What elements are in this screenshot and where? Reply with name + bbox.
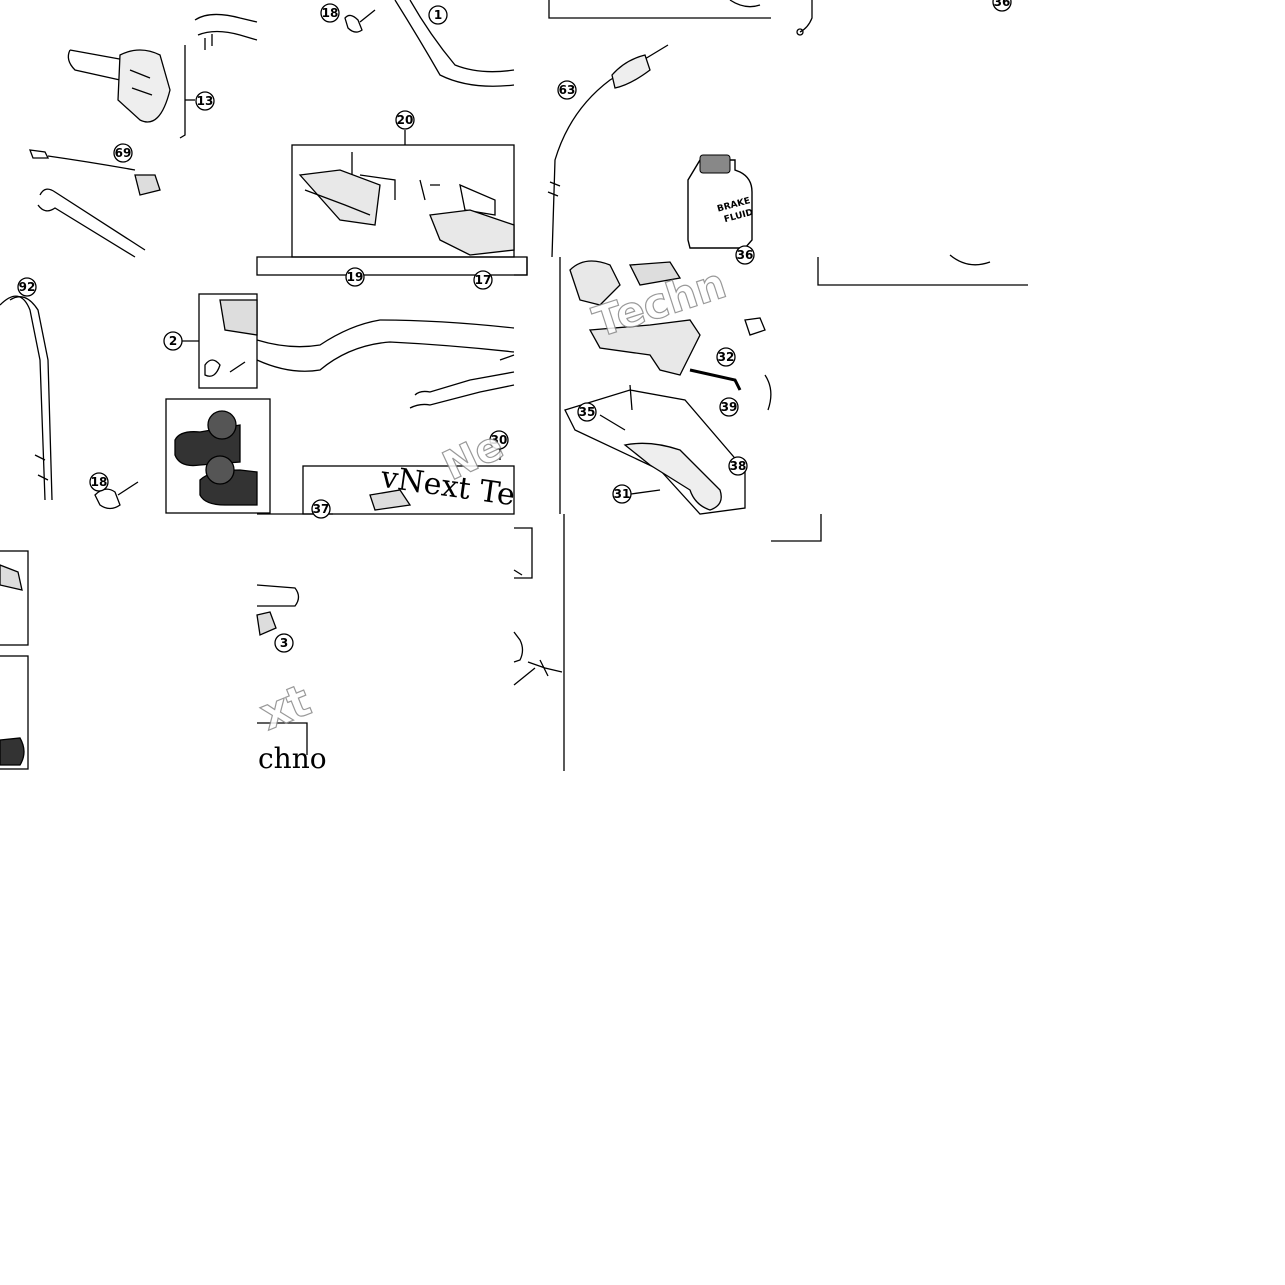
master-cylinder-group: [559, 257, 772, 515]
svg-text:31: 31: [614, 487, 631, 501]
svg-text:63: 63: [559, 83, 576, 97]
cable-grip-group: [0, 293, 271, 514]
throttle-assembly-group: [29, 13, 258, 258]
tile-i-group: [0, 550, 29, 770]
svg-text:37: 37: [313, 502, 330, 516]
svg-text:18: 18: [91, 475, 108, 489]
svg-text:69: 69: [115, 146, 132, 160]
svg-text:1: 1: [434, 8, 442, 22]
tile-k-group: [513, 514, 565, 771]
callout-35: 35: [577, 402, 597, 422]
svg-text:30: 30: [491, 433, 508, 447]
watermark-line2: chno: [258, 742, 327, 775]
svg-text:39: 39: [721, 400, 738, 414]
callout-36-right: 36: [992, 0, 1012, 12]
handlebar-wiring-group: [256, 256, 528, 515]
callout-39: 39: [719, 397, 739, 417]
callout-37: 37: [311, 499, 331, 519]
callout-2: 2: [163, 331, 199, 351]
svg-text:92: 92: [19, 280, 36, 294]
tile-h-group: [771, 514, 822, 542]
svg-text:36: 36: [737, 248, 754, 262]
brake-line-group: [547, 0, 771, 258]
svg-text:19: 19: [347, 270, 364, 284]
callout-13: 13: [195, 91, 215, 111]
svg-text:18: 18: [322, 6, 339, 20]
callout-18-mid: 18: [89, 472, 109, 492]
svg-text:36: 36: [994, 0, 1011, 9]
svg-text:17: 17: [475, 273, 492, 287]
svg-text:38: 38: [730, 459, 747, 473]
callout-18-top: 18: [320, 3, 340, 23]
callout-30: 30: [489, 430, 509, 450]
watermark-ghost2: xt: [253, 675, 318, 741]
callout-69: 69: [113, 143, 133, 163]
callout-19: 19: [345, 267, 365, 287]
svg-text:2: 2: [169, 334, 177, 348]
brake-fluid-can: BRAKE FLUID: [687, 154, 754, 249]
svg-text:32: 32: [718, 350, 735, 364]
callout-63: 63: [557, 80, 577, 100]
callout-38: 38: [728, 456, 748, 476]
callout-36-top: 36: [735, 245, 755, 265]
callout-32: 32: [716, 347, 736, 367]
callout-31: 31: [612, 484, 661, 504]
svg-text:3: 3: [280, 636, 288, 650]
callout-20: 20: [395, 110, 415, 130]
tile-j-group: [256, 513, 333, 755]
callout-92: 92: [17, 277, 37, 297]
tile-d-group: [796, 0, 1028, 286]
callout-1: 1: [428, 5, 448, 25]
svg-text:35: 35: [579, 405, 596, 419]
callout-3: 3: [274, 633, 294, 653]
callout-17: 17: [473, 270, 493, 290]
svg-text:13: 13: [197, 94, 214, 108]
svg-text:20: 20: [397, 113, 414, 127]
